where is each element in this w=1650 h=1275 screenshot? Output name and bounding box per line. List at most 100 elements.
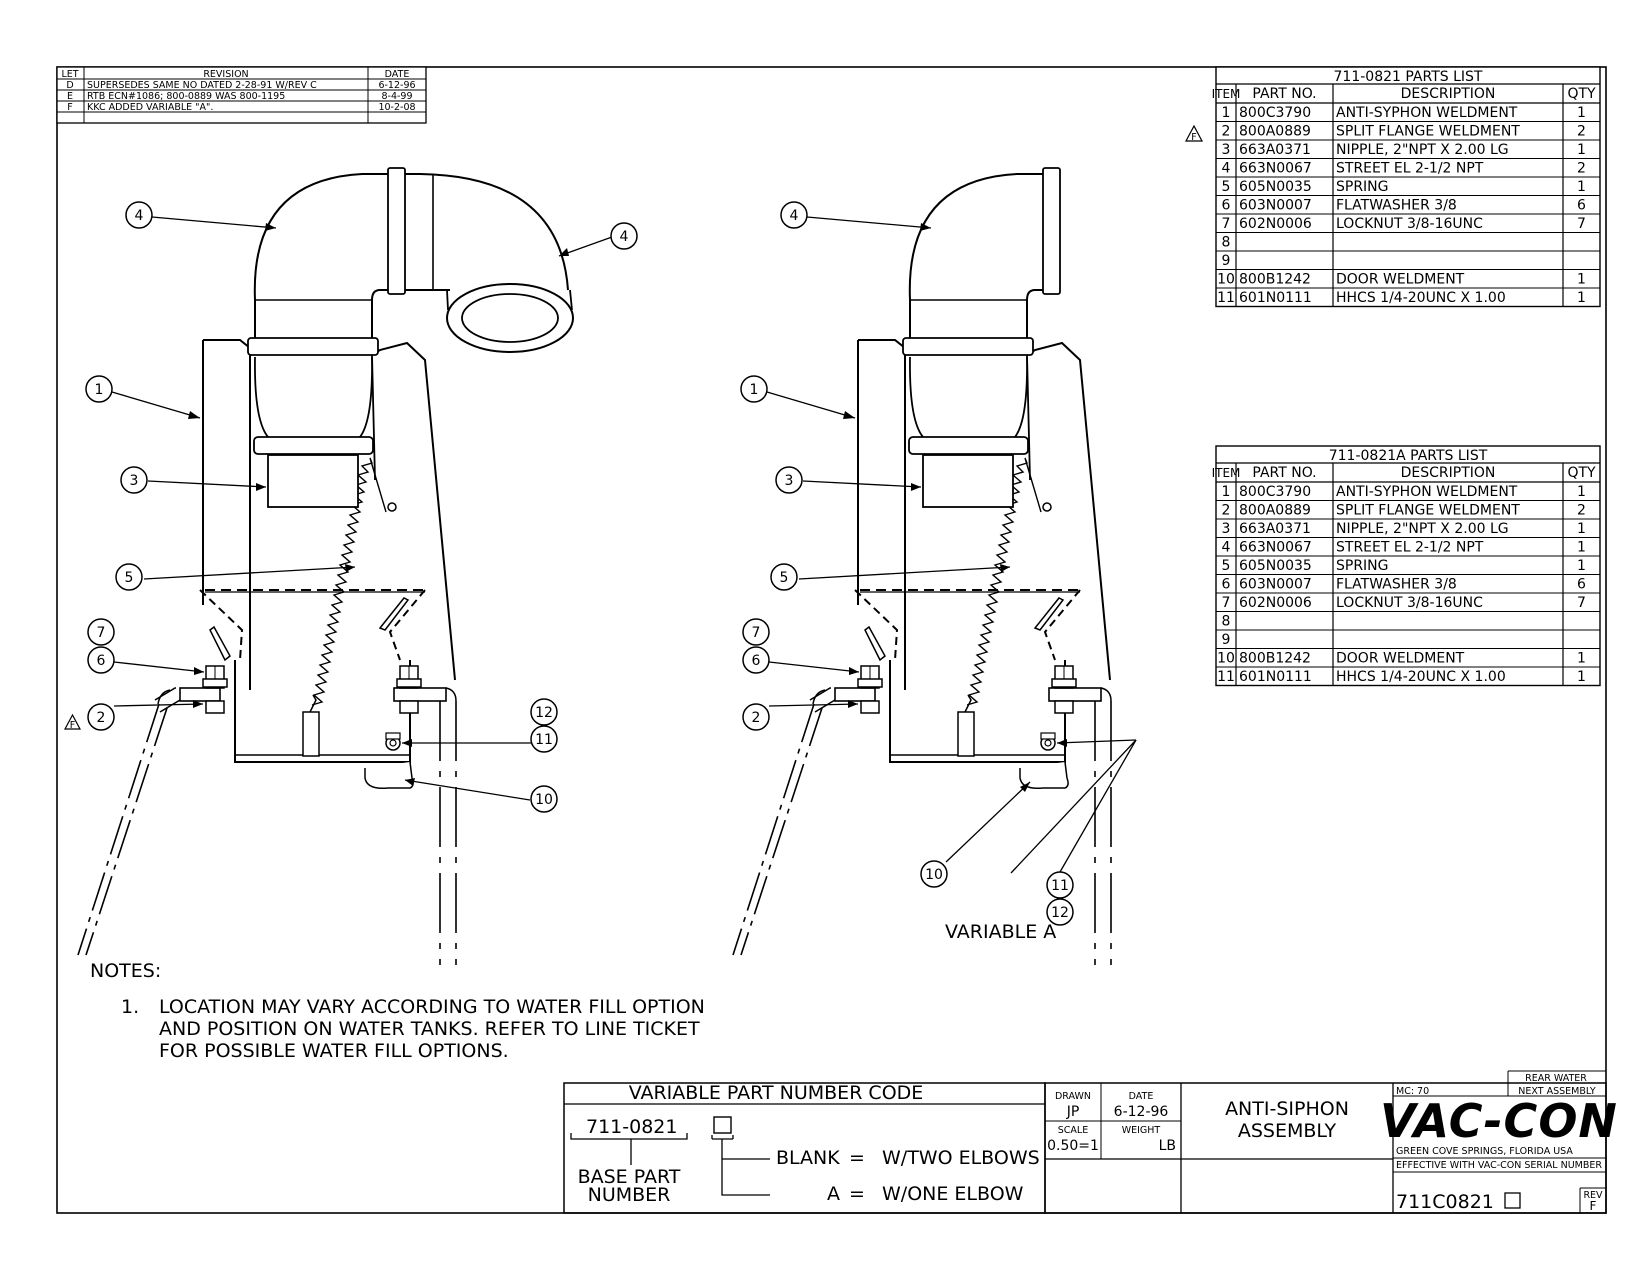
revision-flag-icon: F: [63, 713, 82, 731]
parts-row-part-no: 800A0889: [1239, 124, 1311, 140]
revision-flag-icon: F: [1185, 124, 1203, 143]
parts-row-qty: 1: [1577, 290, 1586, 306]
parts-row-description: STREET EL 2-1/2 NPT: [1336, 161, 1484, 177]
svg-text:4: 4: [620, 229, 629, 245]
parts-row-qty: 6: [1577, 577, 1586, 593]
balloon-item-7: 7: [742, 618, 770, 646]
note-1-line-3: FOR POSSIBLE WATER FILL OPTIONS.: [159, 1040, 509, 1062]
parts-row-item: 8: [1222, 235, 1231, 251]
parts-row-qty: 7: [1577, 595, 1586, 611]
drawn-label: DRAWN: [1055, 1091, 1091, 1102]
column-header-part-no: PART NO.: [1252, 465, 1316, 481]
balloon-item-2: 2: [87, 703, 115, 731]
balloon-item-7: 7: [87, 618, 115, 646]
svg-text:10: 10: [535, 792, 553, 808]
svg-text:5: 5: [125, 570, 134, 586]
title-block: DRAWN JP DATE 6-12-96 SCALE 0.50=1 WEIGH…: [1044, 1070, 1618, 1214]
effective-serial-label: EFFECTIVE WITH VAC-CON SERIAL NUMBER: [1396, 1160, 1602, 1171]
parts-row-part-no: 602N0006: [1239, 595, 1312, 611]
assembly-view-two-elbows: 4 4 1 3 5 7 6 2: [63, 167, 638, 965]
parts-row-description: ANTI-SYPHON WELDMENT: [1336, 484, 1518, 500]
parts-row-description: SPRING: [1336, 179, 1389, 195]
parts-row-item: 11: [1217, 290, 1235, 306]
parts-list-title: 711-0821A PARTS LIST: [1329, 448, 1488, 464]
revision-date: 6-12-96: [378, 80, 415, 91]
balloon-item-3: 3: [775, 466, 803, 494]
balloon-item-6: 6: [742, 646, 770, 674]
balloon-item-5: 5: [115, 563, 143, 591]
date-value: 6-12-96: [1114, 1104, 1169, 1120]
anti-siphon-body-variable: [732, 337, 1111, 956]
parts-row-part-no: 601N0111: [1239, 290, 1312, 306]
parts-row-description: SPLIT FLANGE WELDMENT: [1336, 124, 1520, 140]
parts-row-part-no: 800A0889: [1239, 503, 1311, 519]
svg-text:F: F: [1191, 132, 1196, 143]
parts-row-part-no: 603N0007: [1239, 577, 1312, 593]
drawing-title-line-1: ANTI-SIPHON: [1225, 1098, 1349, 1120]
revision-date: 8-4-99: [381, 91, 412, 102]
parts-row-description: SPLIT FLANGE WELDMENT: [1336, 503, 1520, 519]
svg-text:5: 5: [780, 570, 789, 586]
parts-list-title: 711-0821 PARTS LIST: [1334, 69, 1483, 85]
svg-text:12: 12: [535, 705, 553, 721]
scale-label: SCALE: [1058, 1125, 1088, 1136]
parts-row-item: 3: [1222, 521, 1231, 537]
balloon-item-3: 3: [120, 466, 148, 494]
variable-view-label: VARIABLE A: [945, 921, 1056, 943]
balloon-item-11: 11: [530, 725, 558, 753]
weight-label: WEIGHT: [1122, 1125, 1161, 1136]
option-a-desc: W/ONE ELBOW: [882, 1183, 1024, 1205]
parts-row-item: 7: [1222, 595, 1231, 611]
revision-description: RTB ECN#1086; 800-0889 WAS 800-1195: [87, 91, 285, 102]
balloon-item-4: 4: [780, 201, 808, 229]
parts-row-qty: 1: [1577, 558, 1586, 574]
parts-row-part-no: 603N0007: [1239, 198, 1312, 214]
parts-row-item: 10: [1217, 272, 1235, 288]
svg-text:2: 2: [752, 710, 761, 726]
parts-row-item: 6: [1222, 198, 1231, 214]
parts-row-qty: 7: [1577, 216, 1586, 232]
svg-text:4: 4: [135, 208, 144, 224]
svg-text:1: 1: [95, 382, 104, 398]
parts-row-qty: 1: [1577, 651, 1586, 667]
balloon-item-12: 12: [1046, 898, 1074, 926]
parts-row-item: 5: [1222, 558, 1231, 574]
parts-row-description: NIPPLE, 2"NPT X 2.00 LG: [1336, 521, 1509, 537]
base-part-label-1: BASE PART: [578, 1166, 681, 1188]
balloon-item-6: 6: [87, 646, 115, 674]
parts-row-part-no: 800B1242: [1239, 651, 1311, 667]
parts-row-part-no: 663N0067: [1239, 540, 1312, 556]
svg-text:6: 6: [752, 653, 761, 669]
option-a-code: A: [827, 1183, 840, 1205]
balloon-item-1: 1: [740, 375, 768, 403]
svg-text:DATE: DATE: [385, 69, 410, 80]
rev-label: REV: [1583, 1190, 1603, 1201]
vac-con-logo: VAC-CON: [1380, 1094, 1618, 1148]
balloon-item-1: 1: [85, 375, 113, 403]
parts-row-item: 9: [1222, 632, 1231, 648]
drawn-value: JP: [1066, 1104, 1080, 1120]
column-header-description: DESCRIPTION: [1401, 465, 1496, 481]
option-blank-desc: W/TWO ELBOWS: [882, 1147, 1040, 1169]
svg-text:11: 11: [535, 732, 553, 748]
parts-row-description: STREET EL 2-1/2 NPT: [1336, 540, 1484, 556]
notes: NOTES: 1. LOCATION MAY VARY ACCORDING TO…: [90, 960, 705, 1062]
balloon-item-10: 10: [530, 785, 558, 813]
column-header-qty: QTY: [1567, 86, 1596, 102]
base-part-number: 711-0821: [586, 1116, 677, 1138]
parts-row-part-no: 605N0035: [1239, 558, 1312, 574]
revision-description: KKC ADDED VARIABLE "A".: [87, 102, 213, 113]
street-elbow-upper: [253, 167, 406, 339]
assembly-view-one-elbow: 4 1 3 5 7 6 2 10: [732, 167, 1137, 965]
parts-row-item: 5: [1222, 179, 1231, 195]
note-1-line-2: AND POSITION ON WATER TANKS. REFER TO LI…: [159, 1018, 700, 1040]
balloon-item-11: 11: [1046, 871, 1074, 899]
parts-row-qty: 1: [1577, 142, 1586, 158]
balloon-item-2: 2: [742, 703, 770, 731]
base-part-label-2: NUMBER: [588, 1184, 671, 1206]
svg-text:12: 12: [1051, 905, 1069, 921]
anti-siphon-body: [77, 337, 456, 956]
